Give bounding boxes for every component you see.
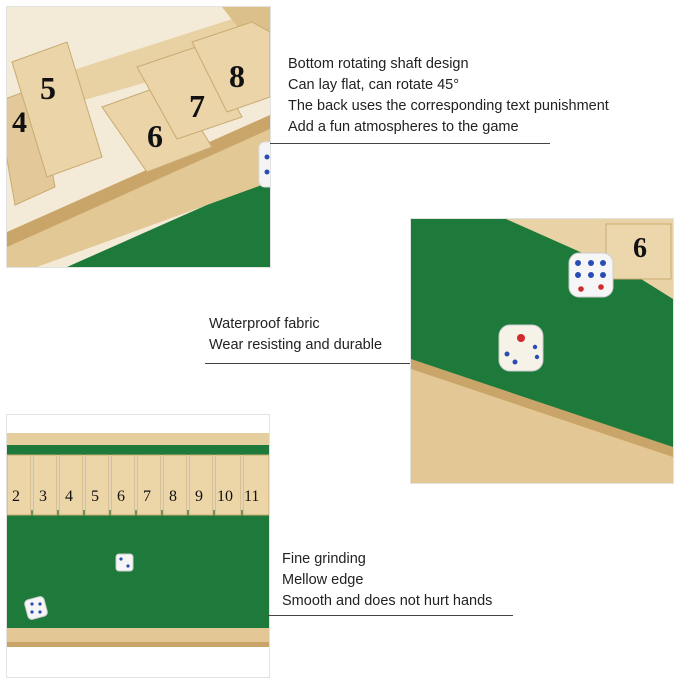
dice: [498, 324, 544, 372]
caption-line: The back uses the corresponding text pun…: [288, 98, 609, 114]
svg-text:8: 8: [169, 488, 177, 505]
number-tile-8: 8: [162, 454, 188, 516]
svg-text:5: 5: [40, 70, 56, 106]
svg-text:11: 11: [244, 488, 259, 505]
number-tile-5: 5: [11, 41, 103, 178]
caption-divider: [205, 363, 410, 364]
green-felt: [7, 510, 269, 628]
number-tile-8: 8: [191, 21, 270, 113]
svg-text:9: 9: [195, 488, 203, 505]
number-tile-7: 7: [136, 454, 162, 516]
grinding-photo: 2 3 4 5 6 7 8 9 10 11: [6, 414, 270, 678]
wooden-rail: [7, 628, 269, 642]
svg-text:10: 10: [217, 488, 233, 505]
number-tile-6: 6: [605, 223, 672, 280]
fabric-photo: 6: [410, 218, 674, 484]
wooden-rail: [411, 364, 673, 483]
shaft-design-photo: 4 5 6 7 8: [6, 6, 271, 268]
wooden-rail: [7, 127, 270, 267]
caption-line: Mellow edge: [282, 572, 364, 588]
caption-divider: [268, 615, 513, 616]
number-tile-5: 5: [84, 454, 110, 516]
svg-text:6: 6: [117, 488, 125, 505]
number-tile-9: 9: [188, 454, 214, 516]
caption-divider: [270, 143, 550, 144]
number-tile-11: 11: [242, 454, 269, 516]
caption-line: Fine grinding: [282, 551, 366, 567]
number-tiles-row: 2 3 4 5 6 7 8 9 10 11: [7, 454, 269, 516]
number-tile-7: 7: [136, 44, 243, 140]
caption-line: Smooth and does not hurt hands: [282, 593, 493, 609]
grinding-illustration: 2 3 4 5 6 7 8 9 10 11: [7, 415, 269, 677]
number-tile-4: 4: [58, 454, 84, 516]
svg-text:6: 6: [633, 233, 647, 264]
svg-text:5: 5: [91, 488, 99, 505]
svg-text:3: 3: [39, 488, 47, 505]
caption-line: Wear resisting and durable: [209, 337, 383, 353]
svg-text:4: 4: [12, 106, 27, 139]
caption-line: Bottom rotating shaft design: [288, 56, 469, 72]
dice: [568, 252, 614, 298]
svg-text:7: 7: [189, 88, 205, 124]
number-tile-2: 2: [7, 454, 32, 516]
number-tile-10: 10: [214, 454, 242, 516]
svg-text:4: 4: [65, 488, 73, 505]
svg-text:6: 6: [147, 118, 163, 154]
svg-text:8: 8: [229, 58, 245, 94]
caption-line: Waterproof fabric: [209, 316, 320, 332]
grinding-captions: Fine grinding Mellow edge Smooth and doe…: [282, 549, 492, 612]
caption-line: Can lay flat, can rotate 45°: [288, 77, 460, 93]
dice: [24, 596, 48, 620]
fabric-captions: Waterproof fabric Wear resisting and dur…: [209, 314, 382, 356]
shaft-design-illustration: 4 5 6 7 8: [7, 7, 270, 267]
svg-text:2: 2: [12, 488, 20, 505]
dice: [258, 141, 270, 188]
number-tile-6: 6: [110, 454, 136, 516]
shaft-design-captions: Bottom rotating shaft design Can lay fla…: [288, 54, 609, 138]
fabric-illustration: 6: [411, 219, 673, 483]
caption-line: Add a fun atmospheres to the game: [288, 119, 519, 135]
number-tile-3: 3: [32, 454, 58, 516]
dice: [115, 553, 134, 572]
svg-text:7: 7: [143, 488, 151, 505]
